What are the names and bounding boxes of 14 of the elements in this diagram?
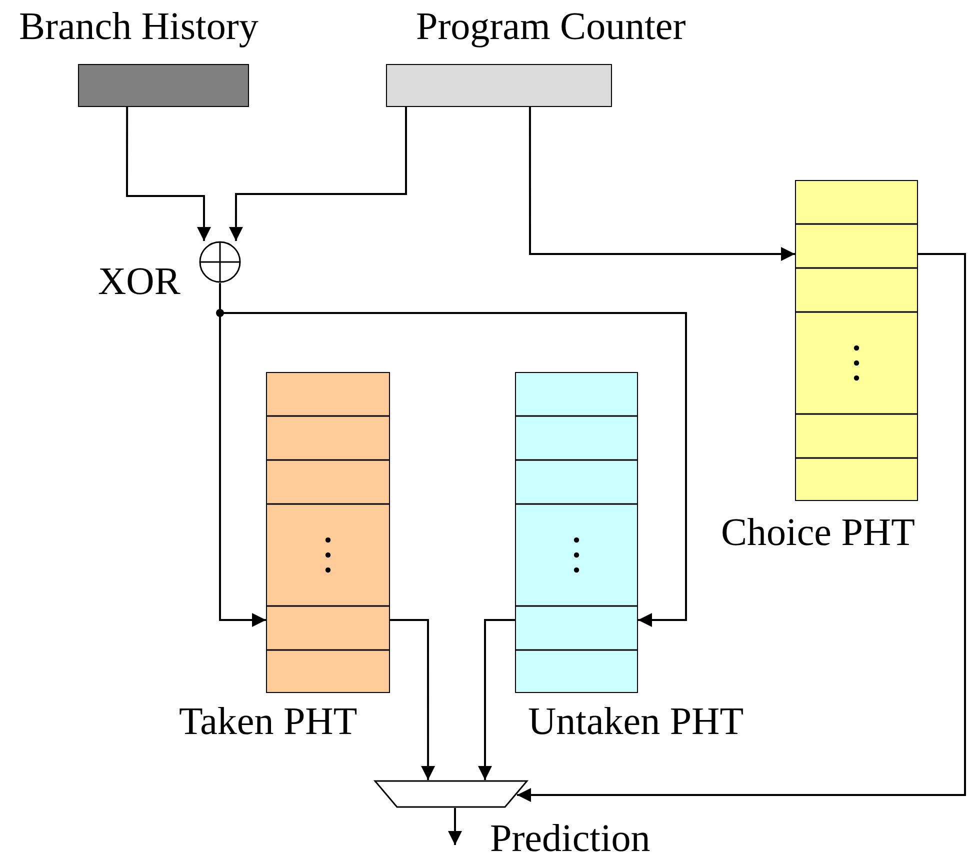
arrow	[528, 107, 795, 261]
component-label: Choice PHT	[721, 511, 915, 555]
arrow	[126, 107, 211, 241]
output-label: Prediction	[490, 817, 650, 861]
arrow	[228, 107, 407, 241]
arrow	[478, 619, 515, 780]
component-label: Taken PHT	[179, 700, 358, 744]
arrow	[517, 253, 966, 802]
component-label: Branch History	[19, 5, 258, 49]
arrow	[448, 808, 462, 845]
gate-label: XOR	[98, 260, 180, 304]
component-label: Untaken PHT	[528, 700, 744, 744]
component-label: Program Counter	[416, 5, 686, 49]
arrow	[390, 619, 436, 780]
